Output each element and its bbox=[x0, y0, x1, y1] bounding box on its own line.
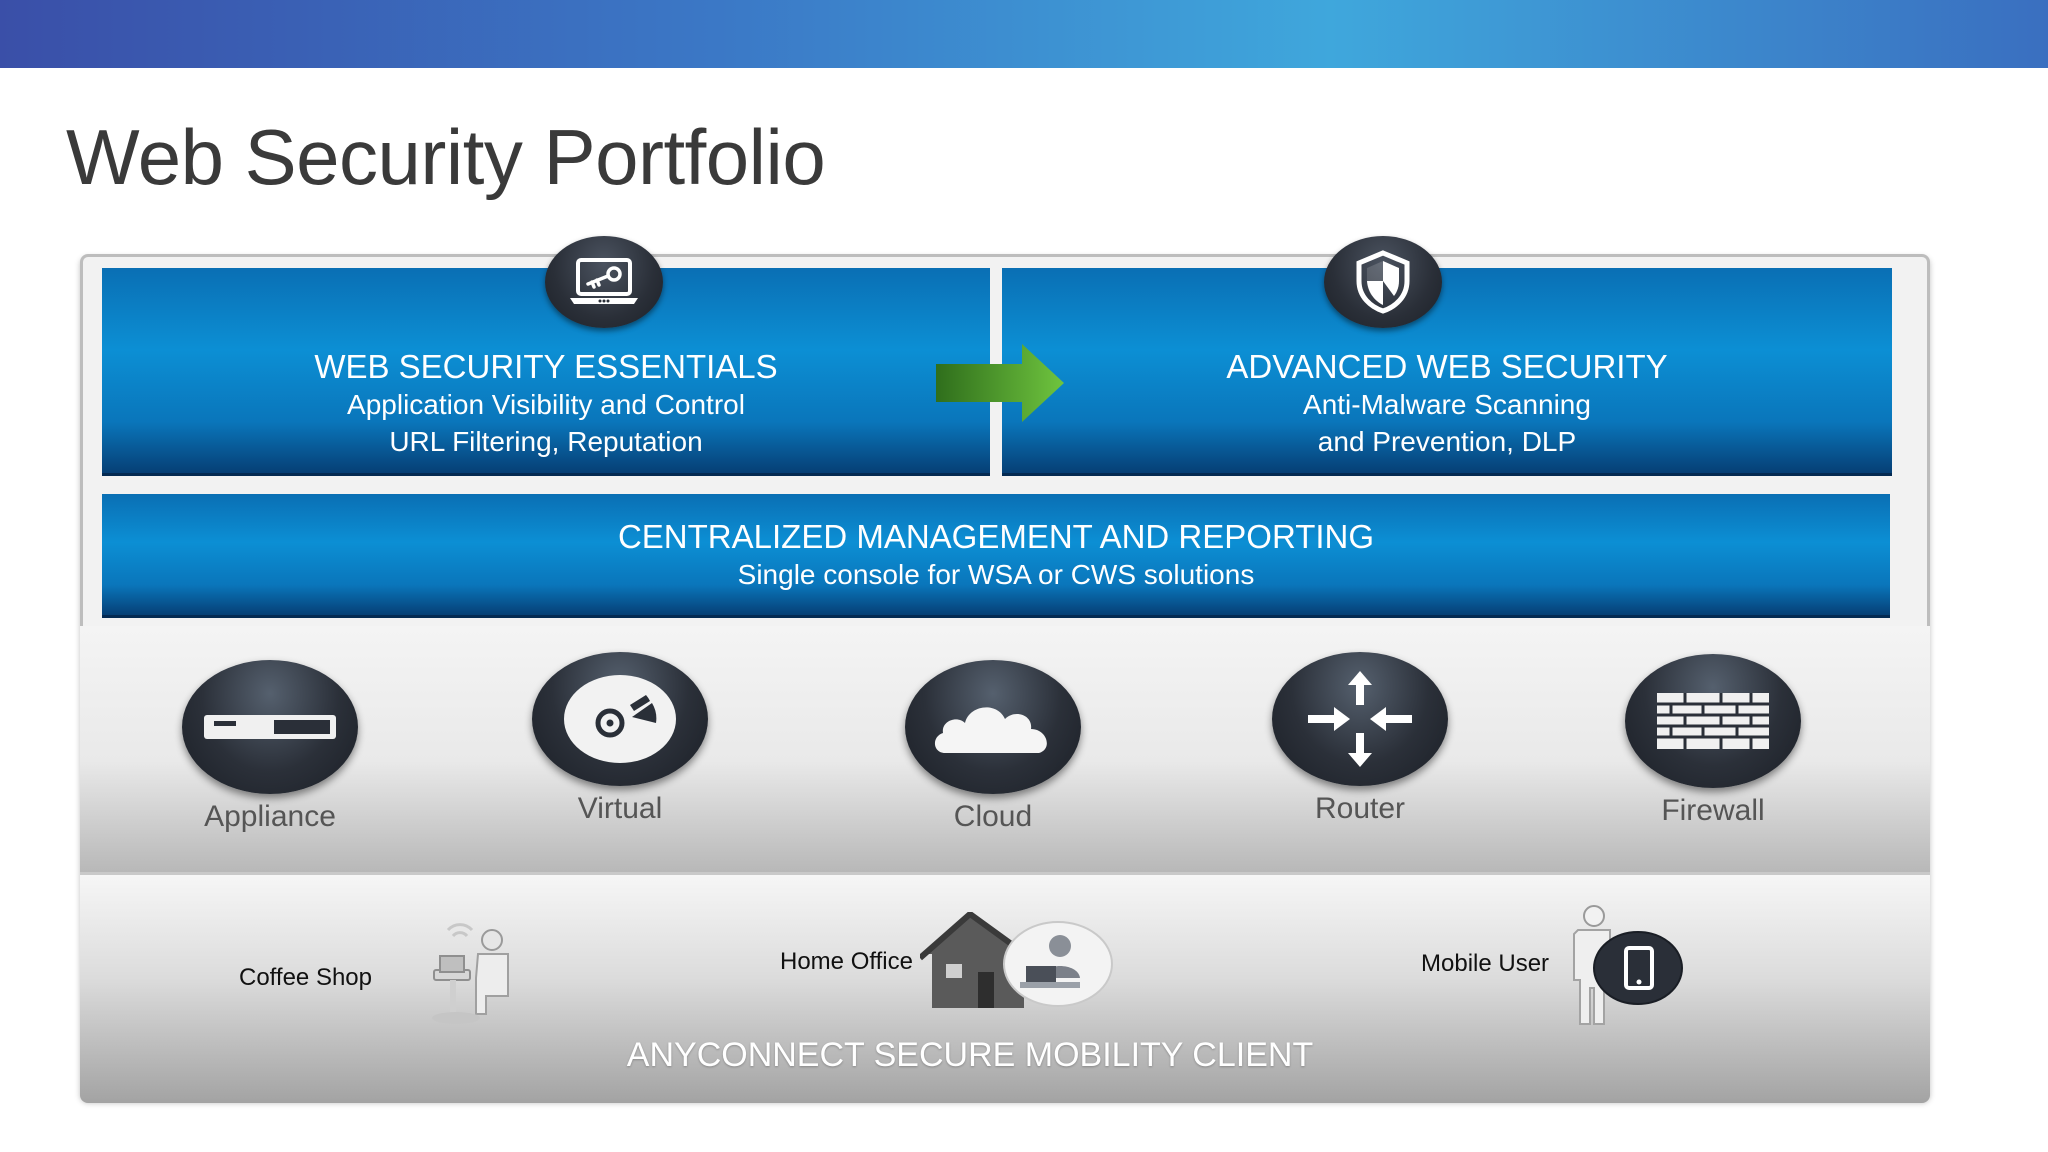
shield-icon bbox=[1324, 236, 1442, 328]
advanced-panel: ADVANCED WEB SECURITY Anti-Malware Scann… bbox=[1002, 268, 1892, 476]
appliance-icon bbox=[182, 660, 358, 794]
header-bar bbox=[0, 0, 2048, 68]
mobile-user-icon bbox=[1573, 905, 1683, 1025]
advanced-line-2: and Prevention, DLP bbox=[1317, 426, 1577, 457]
client-label-coffee-shop: Coffee Shop bbox=[239, 964, 372, 991]
essentials-line-2: URL Filtering, Reputation bbox=[389, 426, 703, 457]
platform-label: Router bbox=[1314, 792, 1406, 825]
essentials-line-1: Application Visibility and Control bbox=[347, 389, 745, 420]
essentials-heading: WEB SECURITY ESSENTIALS bbox=[314, 348, 778, 385]
home-office-icon bbox=[920, 912, 1113, 1008]
cloud-icon bbox=[905, 660, 1081, 794]
anyconnect-client-label: ANYCONNECT SECURE MOBILITY CLIENT bbox=[626, 1036, 1314, 1074]
router-arrows-icon bbox=[1272, 652, 1448, 786]
brick-wall-icon bbox=[1625, 654, 1801, 788]
client-label-mobile-user: Mobile User bbox=[1421, 950, 1550, 977]
management-heading: CENTRALIZED MANAGEMENT AND REPORTING bbox=[617, 518, 1375, 555]
platform-router: Router bbox=[1235, 652, 1485, 826]
advanced-description: Anti-Malware Scanning and Prevention, DL… bbox=[1002, 386, 1892, 460]
essentials-panel: WEB SECURITY ESSENTIALS Application Visi… bbox=[102, 268, 990, 476]
platform-appliance: Appliance bbox=[145, 660, 395, 834]
platform-virtual: Virtual bbox=[495, 652, 745, 826]
platform-label: Appliance bbox=[204, 800, 336, 833]
platform-cloud: Cloud bbox=[868, 660, 1118, 834]
client-label-home-office: Home Office bbox=[780, 948, 913, 975]
page-title: Web Security Portfolio bbox=[66, 113, 826, 201]
advanced-line-1: Anti-Malware Scanning bbox=[1303, 389, 1591, 420]
laptop-key-icon bbox=[545, 236, 663, 328]
advanced-heading: ADVANCED WEB SECURITY bbox=[1226, 348, 1668, 385]
essentials-description: Application Visibility and Control URL F… bbox=[102, 386, 990, 460]
management-panel: CENTRALIZED MANAGEMENT AND REPORTING Sin… bbox=[102, 494, 1890, 618]
platform-label: Cloud bbox=[953, 800, 1033, 833]
platform-firewall: Firewall bbox=[1588, 654, 1838, 828]
platform-label: Virtual bbox=[577, 792, 663, 825]
management-subtitle: Single console for WSA or CWS solutions bbox=[737, 559, 1255, 590]
coffee-shop-user-icon bbox=[432, 923, 509, 1024]
platform-label: Firewall bbox=[1661, 794, 1765, 827]
arrow-right-icon bbox=[936, 344, 1064, 422]
disc-icon bbox=[532, 652, 708, 786]
